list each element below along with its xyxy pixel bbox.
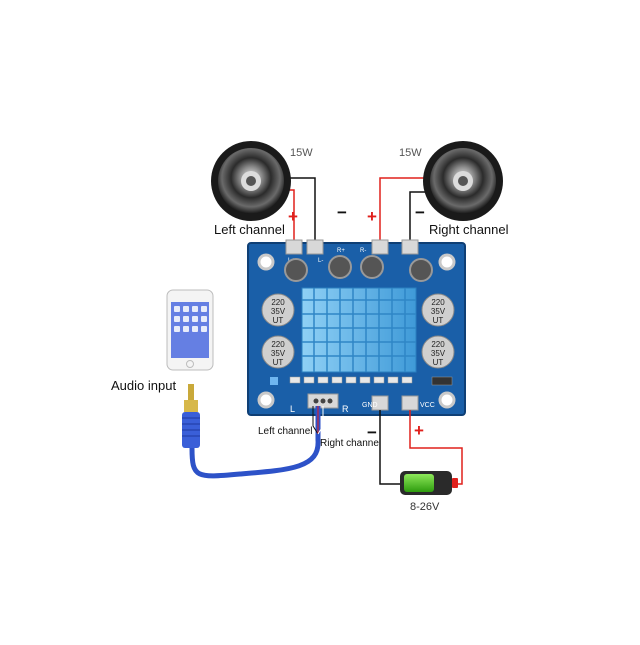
pin-label-r: R <box>342 404 349 414</box>
audio-jack-plug <box>182 384 200 448</box>
silk-r-plus: R+ <box>337 248 345 254</box>
battery <box>400 471 458 495</box>
cap-bl-line2: 35V <box>271 349 286 358</box>
cap-br-line3: UT <box>433 358 444 367</box>
capacitor-top-left: 220 35V UT <box>261 293 295 327</box>
audio-right-channel-label: Right channel <box>320 438 381 449</box>
power-plus-sign: + <box>414 421 424 440</box>
phone <box>166 289 214 371</box>
right-speaker <box>423 141 503 221</box>
audio-left-channel-label: Left channel <box>258 426 313 437</box>
left-speaker <box>211 141 291 221</box>
left-channel-label: Left channel <box>214 222 285 237</box>
audio-input-label: Audio input <box>111 378 176 393</box>
left-speaker-power: 15W <box>290 147 313 159</box>
cap-tl-line3: UT <box>273 316 284 325</box>
amplifier-board: R+ R- L+ L- 220 35V UT 220 35V UT 220 <box>247 239 466 416</box>
cap-tr-line3: UT <box>433 316 444 325</box>
left-minus-sign: − <box>337 203 347 222</box>
speaker-terminals <box>285 239 419 255</box>
right-minus-sign: − <box>415 203 425 222</box>
inductors <box>284 255 433 282</box>
pin-label-gnd: GND <box>362 402 378 409</box>
cap-tr-line2: 35V <box>431 307 446 316</box>
cap-tl-line1: 220 <box>271 298 285 307</box>
audio-cable <box>189 406 324 479</box>
cap-br-line2: 35V <box>431 349 446 358</box>
silk-r-minus: R- <box>360 248 366 254</box>
pin-label-vcc: VCC <box>420 402 435 409</box>
capacitor-bottom-right: 220 35V UT <box>421 335 455 369</box>
right-speaker-power: 15W <box>399 147 422 159</box>
cap-bl-line1: 220 <box>271 340 285 349</box>
right-channel-label: Right channel <box>429 222 509 237</box>
left-plus-sign: + <box>288 207 298 226</box>
mounting-holes <box>257 253 456 409</box>
blue-led <box>270 377 278 385</box>
right-plus-sign: + <box>367 207 377 226</box>
input-terminals <box>307 393 419 411</box>
cap-br-line1: 220 <box>431 340 445 349</box>
capacitor-bottom-left: 220 35V UT <box>261 335 295 369</box>
silk-l-minus: L- <box>318 258 323 264</box>
cap-tl-line2: 35V <box>271 307 286 316</box>
battery-voltage-label: 8-26V <box>410 501 440 513</box>
power-wires <box>379 410 463 485</box>
cap-tr-line1: 220 <box>431 298 445 307</box>
smd-components <box>289 376 453 386</box>
capacitor-top-right: 220 35V UT <box>421 293 455 327</box>
power-minus-sign: − <box>367 423 377 442</box>
heatsink <box>301 287 417 373</box>
cap-bl-line3: UT <box>273 358 284 367</box>
pin-label-l: L <box>290 404 295 414</box>
